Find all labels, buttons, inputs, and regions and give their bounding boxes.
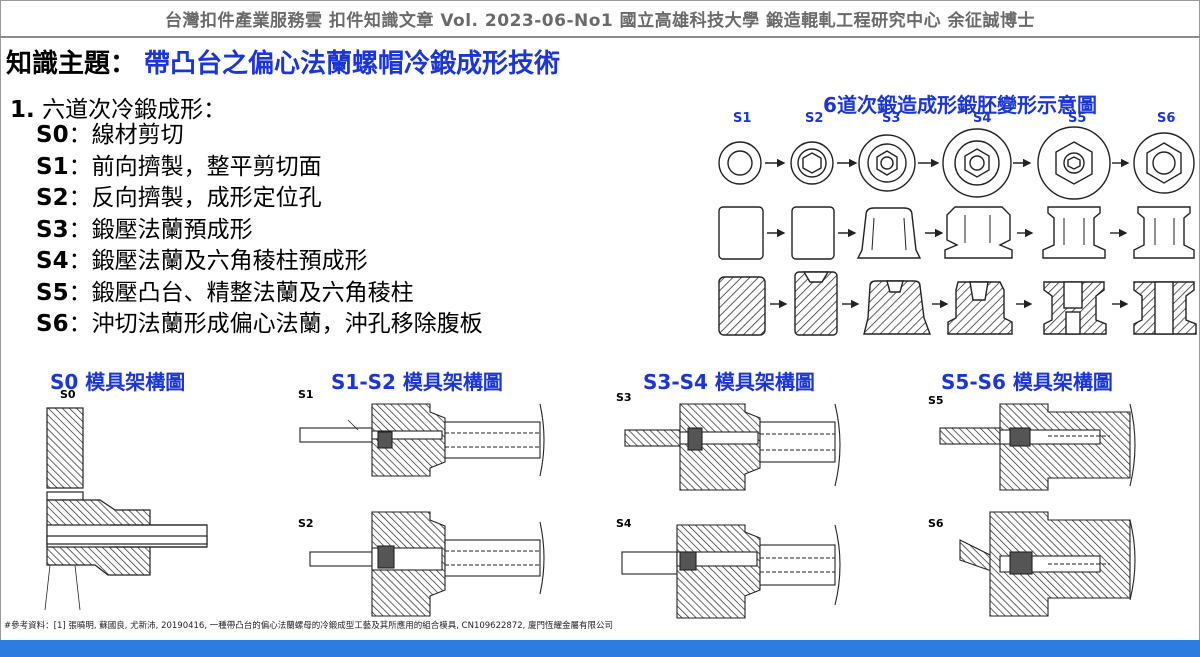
s3-die-label: S3 [616,391,632,404]
s0-die-title: S0 模具架構圖 [50,370,186,394]
step-item: S3：鍛壓法蘭預成形 [36,215,483,247]
step-text: ：鍛壓法蘭預成形 [68,216,253,243]
s0-die-label: S0 [60,388,76,401]
step-code: S5 [36,279,69,306]
step-code: S0 [36,122,69,148]
reference-note: #參考資料：[1] 張曉明, 蘇國良, 尤新沛, 20190416, 一種帶凸台… [4,621,614,631]
steps-title-text: 六道次冷鍛成形： [42,97,227,123]
step-text: ：鍛壓凸台、精整法蘭及六角稜柱 [68,279,414,306]
stage-label-s2: S2 [805,111,824,126]
bottom-bar [0,640,1200,657]
steps-title: 1. 六道次冷鍛成形： [10,90,226,124]
step-text: ：鍛壓法蘭及六角稜柱預成形 [68,248,368,274]
s6-die-label: S6 [928,517,944,530]
s2-die-label: S2 [298,517,314,530]
steps-title-number: 1. [10,97,35,123]
step-text: ：線材剪切 [68,122,184,148]
s5-s6-die-title: S5-S6 模具架構圖 [941,370,1113,394]
step-code: S2 [36,185,69,211]
step-item: S5：鍛壓凸台、精整法蘭及六角稜柱 [36,278,483,310]
step-code: S4 [36,248,69,274]
step-text: ：沖切法蘭形成偏心法蘭，沖孔移除腹板 [68,311,483,337]
step-item: S1：前向擠製，整平剪切面 [36,152,483,184]
step-item: S0：線材剪切 [36,120,483,152]
slide-header: 台灣扣件產業服務雲 扣件知識文章 Vol. 2023-06-No1 國立高雄科技… [0,0,1200,38]
step-list: S0：線材剪切 S1：前向擠製，整平剪切面 S2：反向擠製，成形定位孔 S3：鍛… [36,120,483,341]
topic-label: 知識主題： [6,49,137,79]
step-code: S6 [36,311,69,337]
step-item: S4：鍛壓法蘭及六角稜柱預成形 [36,246,483,278]
step-item: S2：反向擠製，成形定位孔 [36,183,483,215]
s3-s4-die-title: S3-S4 模具架構圖 [643,370,815,394]
step-code: S3 [36,216,69,243]
s4-die-label: S4 [616,517,632,530]
deformation-diagram-title: 6道次鍛造成形鍛胚變形示意圖 [823,93,1097,117]
step-text: ：反向擠製，成形定位孔 [68,185,322,211]
topic-heading: 知識主題：帶凸台之偏心法蘭螺帽冷鍛成形技術 [6,43,560,80]
s5-die-label: S5 [928,394,944,407]
step-item: S6：沖切法蘭形成偏心法蘭，沖孔移除腹板 [36,309,483,341]
step-text: ：前向擠製，整平剪切面 [68,153,322,180]
stage-label-s4: S4 [973,111,992,126]
stage-label-s1: S1 [733,111,752,126]
stage-label-s6: S6 [1157,111,1176,126]
s1-die-label: S1 [298,388,314,401]
topic-value: 帶凸台之偏心法蘭螺帽冷鍛成形技術 [144,49,561,79]
stage-label-s3: S3 [882,111,901,126]
stage-label-s5: S5 [1068,111,1087,126]
step-code: S1 [36,153,69,180]
s1-s2-die-title: S1-S2 模具架構圖 [331,370,503,394]
